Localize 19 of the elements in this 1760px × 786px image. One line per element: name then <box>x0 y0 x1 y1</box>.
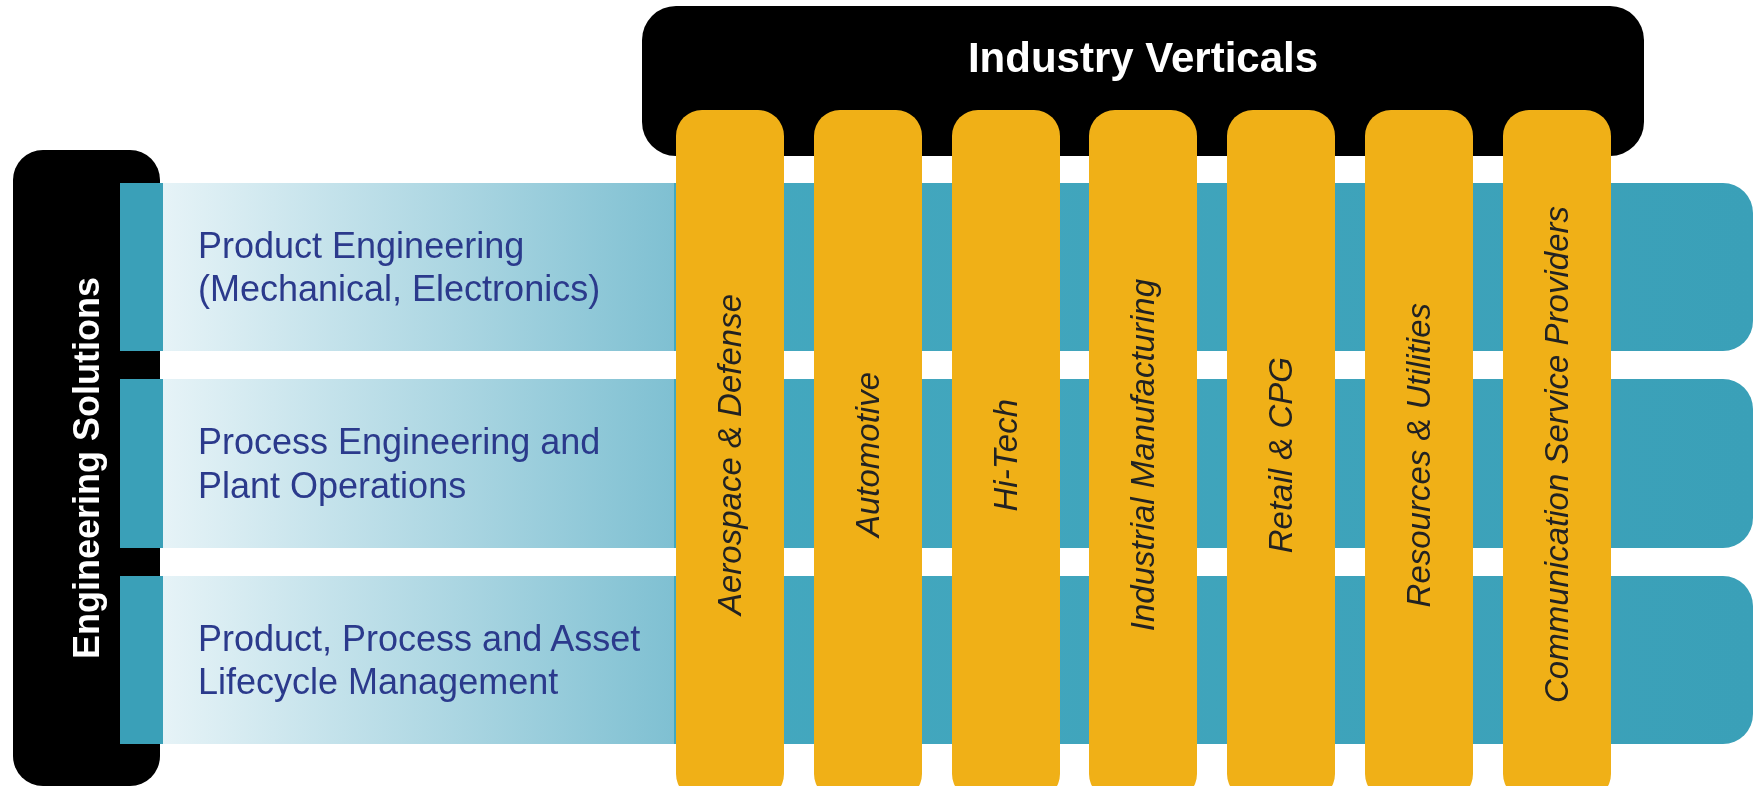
column-label: Hi-Tech <box>987 398 1025 512</box>
column-band <box>1227 110 1335 786</box>
column-band <box>1503 110 1611 786</box>
column-label: Retail & CPG <box>1262 356 1300 554</box>
row-label: Product Engineering (Mechanical, Electronics) <box>198 223 602 311</box>
row-label: Process Engineering and Plant Operations <box>198 420 602 507</box>
column-label: Industrial Manufacturing <box>1124 278 1162 632</box>
column-label: Resources & Utilities <box>1400 302 1438 608</box>
column-label: Aerospace & Defense <box>711 294 749 616</box>
column-label: Communication Service Providers <box>1538 206 1576 704</box>
row-label: Product, Process and Asset Lifecycle Management <box>198 616 642 704</box>
column-label: Automotive <box>849 372 887 538</box>
column-band <box>1089 110 1197 786</box>
column-band <box>952 110 1060 786</box>
column-band <box>1365 110 1473 786</box>
column-band <box>676 110 784 786</box>
side-title: Engineering Solutions <box>65 277 108 659</box>
header-title: Industry Verticals <box>967 34 1319 83</box>
column-band <box>814 110 922 786</box>
